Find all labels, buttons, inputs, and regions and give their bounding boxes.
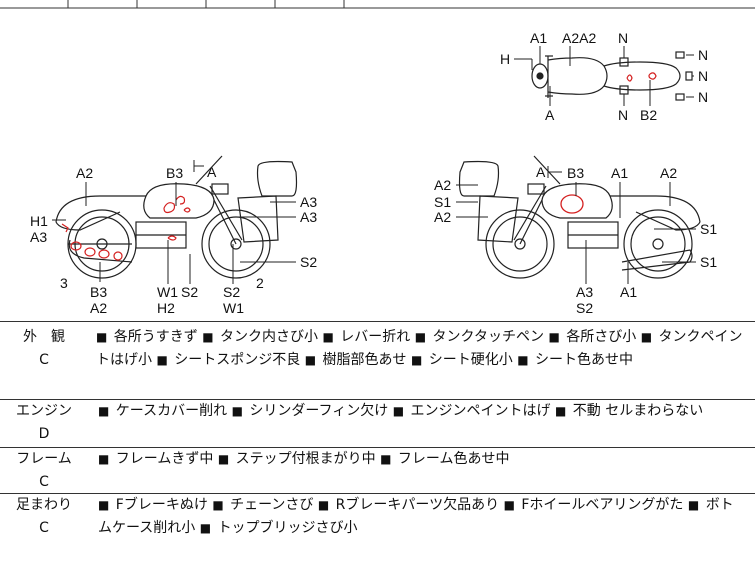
section-suspension-notes: ■ Fブレーキぬけ ■ チェーンさび ■ Rブレーキパーツ欠品あり ■ Fホイー… <box>98 497 734 536</box>
diagram-label: S2 <box>181 284 198 300</box>
diagram-label: A2 <box>660 165 677 181</box>
note-item: エンジンペイントはげ <box>410 403 551 419</box>
diagram-label: N <box>618 30 628 46</box>
diagram-label: A <box>207 164 217 180</box>
right-label-group: A B3 A1 A2 A2 S1 A2 S1 S1 A3 S2 A1 <box>434 164 717 316</box>
note-item: トップブリッジさび小 <box>217 520 358 536</box>
diagram-label: S2 <box>223 284 240 300</box>
diagram-label: A <box>545 107 555 123</box>
section-engine-notes: ■ ケースカバー削れ ■ シリンダーフィン欠け ■ エンジンペイントはげ ■ 不… <box>98 403 704 419</box>
diagram-label: N <box>618 107 628 123</box>
right-damage-marks <box>560 194 584 214</box>
top-view-label-group: A1 A2A2 N H N N N A N B2 <box>500 30 708 123</box>
diagram-label: A2 <box>434 209 451 225</box>
note-item: 不動 セルまわらない <box>572 403 704 419</box>
diagram-label: S2 <box>300 254 317 270</box>
diagram-label: S1 <box>700 254 717 270</box>
diagram-label: A2 <box>90 300 107 316</box>
note-item: 各所うすきず <box>113 329 198 345</box>
diagram-label: A3 <box>30 229 47 245</box>
section-frame-notes: ■ フレームきず中 ■ ステップ付根まがり中 ■ フレーム色あせ中 <box>98 451 510 467</box>
diagram-label: S2 <box>576 300 593 316</box>
section-suspension-grade: C <box>39 520 49 536</box>
diagram-label: A1 <box>620 284 637 300</box>
diagram-label: B3 <box>90 284 107 300</box>
section-exterior-notes: ■ 各所うすきず ■ タンク内さび小 ■ レバー折れ ■ タンクタッチペン ■ … <box>96 329 743 368</box>
note-item: チェーンさび <box>230 497 314 513</box>
note-item: 各所さび小 <box>566 329 637 345</box>
diagram-label: B2 <box>640 107 657 123</box>
note-item: ボトムケース削れ小 <box>98 497 734 536</box>
note-item: フレーム色あせ中 <box>397 451 510 467</box>
diagram-label: H2 <box>157 300 175 316</box>
section-suspension-name: 足まわり <box>16 497 72 513</box>
diagram-label: N <box>698 89 708 105</box>
diagram-label: A2 <box>434 177 451 193</box>
diagram-label: S1 <box>434 194 451 210</box>
note-item: ステップ付根まがり中 <box>235 451 376 467</box>
top-view-leaders <box>514 46 694 106</box>
note-item: シリンダーフィン欠け <box>249 403 389 419</box>
note-item: タンク内さび小 <box>220 329 319 345</box>
note-item: タンクタッチペン <box>432 329 544 345</box>
note-item: Fホイールベアリングがた <box>521 497 684 513</box>
note-item: シート硬化小 <box>428 352 513 368</box>
top-table-remnant <box>0 0 755 9</box>
note-item: シート色あせ中 <box>535 352 633 368</box>
note-item: フレームきず中 <box>115 451 214 467</box>
section-frame: フレーム C ■ フレームきず中 ■ ステップ付根まがり中 ■ フレーム色あせ中 <box>0 447 755 493</box>
diagram-label: 3 <box>60 275 68 291</box>
section-engine: エンジン D ■ ケースカバー削れ ■ シリンダーフィン欠け ■ エンジンペイン… <box>0 399 755 447</box>
diagram-label: A3 <box>300 194 317 210</box>
diagram-label: A1 <box>530 30 547 46</box>
section-exterior-name: 外 観 <box>23 329 65 345</box>
diagram-label: B3 <box>166 165 183 181</box>
diagram-label: 2 <box>256 275 264 291</box>
diagram-label: A1 <box>611 165 628 181</box>
diagram-label: A3 <box>576 284 593 300</box>
left-leaders <box>52 160 296 284</box>
diagram-label: A2A2 <box>562 30 596 46</box>
damage-diagram: A1 A2A2 N H N N N A N B2 <box>0 0 755 316</box>
note-item: レバー折れ <box>340 329 411 345</box>
section-exterior: 外 観 C ■ 各所うすきず ■ タンク内さび小 ■ レバー折れ ■ タンクタッ… <box>0 321 755 399</box>
note-item: 樹脂部色あせ <box>322 352 407 368</box>
left-damage-marks <box>61 195 191 261</box>
diagram-label: N <box>698 47 708 63</box>
diagram-label: A3 <box>300 209 317 225</box>
note-item: ケースカバー削れ <box>115 403 228 419</box>
diagram-label: H <box>500 51 510 67</box>
diagram-label: W1 <box>157 284 178 300</box>
section-frame-name: フレーム <box>16 451 72 467</box>
section-engine-name: エンジン <box>16 403 72 419</box>
diagram-label: N <box>698 68 708 84</box>
diagram-label: H1 <box>30 213 48 229</box>
section-frame-grade: C <box>39 474 49 490</box>
note-item: シートスポンジ不良 <box>174 352 301 368</box>
diagram-label: A2 <box>76 165 93 181</box>
diagram-label: W1 <box>223 300 244 316</box>
diagram-label: S1 <box>700 221 717 237</box>
diagram-label: A <box>536 164 546 180</box>
note-item: タンクペイントはげ小 <box>96 329 743 368</box>
diagram-label: B3 <box>567 165 584 181</box>
left-label-group: A2 B3 A A3 A3 H1 A3 3 B3 A2 W1 H2 S2 S2 … <box>30 164 317 316</box>
section-engine-grade: D <box>38 426 50 442</box>
right-leaders <box>456 166 696 284</box>
right-side-motorcycle <box>458 155 701 279</box>
top-view-motorcycle <box>531 51 693 101</box>
section-exterior-grade: C <box>39 352 49 368</box>
section-suspension: 足まわり C ■ Fブレーキぬけ ■ チェーンさび ■ Rブレーキパーツ欠品あり… <box>0 493 755 561</box>
note-item: Rブレーキパーツ欠品あり <box>335 497 500 513</box>
note-item: Fブレーキぬけ <box>115 497 208 513</box>
